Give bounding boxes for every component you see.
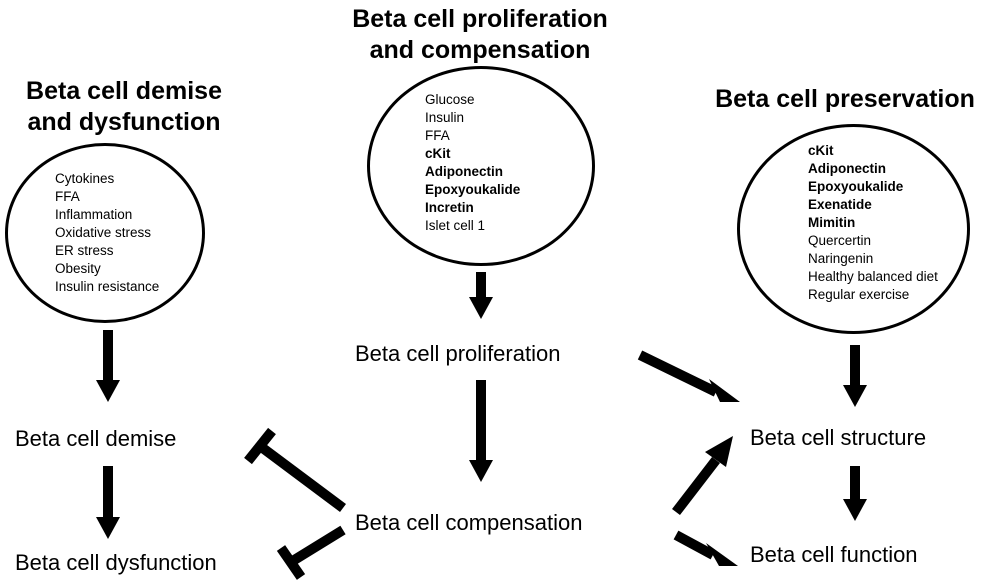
- arrow-factors-to-proliferation: [469, 272, 493, 319]
- arrow-factors-to-structure: [843, 345, 867, 407]
- list-item: Cytokines: [55, 171, 115, 186]
- node-beta-cell-compensation: Beta cell compensation: [355, 510, 583, 535]
- circle-demise-factors: [5, 143, 205, 323]
- list-item: Adiponectin: [808, 161, 886, 176]
- list-item: cKit: [425, 146, 451, 161]
- list-item: Exenatide: [808, 197, 872, 212]
- arrow-demise-to-dysfunction: [96, 466, 120, 539]
- arrow-factors-to-demise: [96, 330, 120, 402]
- list-item: ER stress: [55, 243, 114, 258]
- heading-proliferation-line2: and compensation: [369, 36, 591, 64]
- list-item: Mimitin: [808, 215, 856, 230]
- arrow-compensation-to-structure: [672, 436, 733, 516]
- list-item: Regular exercise: [808, 287, 910, 302]
- list-item: Islet cell 1: [425, 218, 486, 233]
- inhibition-compensation-to-demise: [244, 427, 346, 513]
- arrow-proliferation-to-compensation: [469, 380, 493, 482]
- list-item: Adiponectin: [425, 164, 503, 179]
- arrow-structure-to-function: [843, 466, 867, 521]
- list-item: Epoxyoukalide: [425, 182, 521, 197]
- list-item: FFA: [55, 189, 80, 204]
- list-item: cKit: [808, 143, 834, 158]
- node-beta-cell-proliferation: Beta cell proliferation: [355, 341, 561, 366]
- arrow-proliferation-to-structure: [637, 350, 740, 402]
- list-item: Inflammation: [55, 207, 133, 222]
- list-demise-factors: Cytokines FFA Inflammation Oxidative str…: [55, 170, 159, 296]
- heading-demise-line2: and dysfunction: [27, 108, 221, 136]
- list-item: Healthy balanced diet: [808, 269, 938, 284]
- node-beta-cell-demise: Beta cell demise: [15, 426, 177, 451]
- heading-demise-dysfunction: Beta cell demise and dysfunction: [14, 76, 234, 138]
- circle-proliferation-factors: [367, 66, 595, 266]
- list-item: Insulin resistance: [55, 279, 160, 294]
- list-proliferation-factors: Glucose Insulin FFA cKit Adiponectin Epo…: [425, 91, 520, 235]
- heading-demise-line1: Beta cell demise: [26, 77, 222, 105]
- circle-preservation-factors: [737, 124, 970, 334]
- arrow-compensation-to-function: [673, 530, 738, 566]
- list-item: Glucose: [425, 92, 475, 107]
- node-beta-cell-dysfunction: Beta cell dysfunction: [15, 550, 217, 575]
- list-item: Naringenin: [808, 251, 874, 266]
- list-item: Insulin: [425, 110, 465, 125]
- list-item: Incretin: [425, 200, 474, 215]
- list-item: FFA: [425, 128, 450, 143]
- node-beta-cell-function: Beta cell function: [750, 542, 918, 567]
- heading-proliferation-line1: Beta cell proliferation: [352, 5, 608, 33]
- list-preservation-factors: cKit Adiponectin Epoxyoukalide Exenatide…: [808, 142, 938, 304]
- heading-proliferation-compensation: Beta cell proliferation and compensation: [330, 4, 630, 66]
- list-item: Epoxyoukalide: [808, 179, 904, 194]
- node-beta-cell-structure: Beta cell structure: [750, 425, 927, 450]
- heading-preservation: Beta cell preservation: [700, 84, 990, 115]
- inhibition-compensation-to-dysfunction: [276, 525, 346, 580]
- list-item: Quercertin: [808, 233, 872, 248]
- heading-preservation-line1: Beta cell preservation: [715, 85, 975, 113]
- list-item: Obesity: [55, 261, 101, 276]
- list-item: Oxidative stress: [55, 225, 152, 240]
